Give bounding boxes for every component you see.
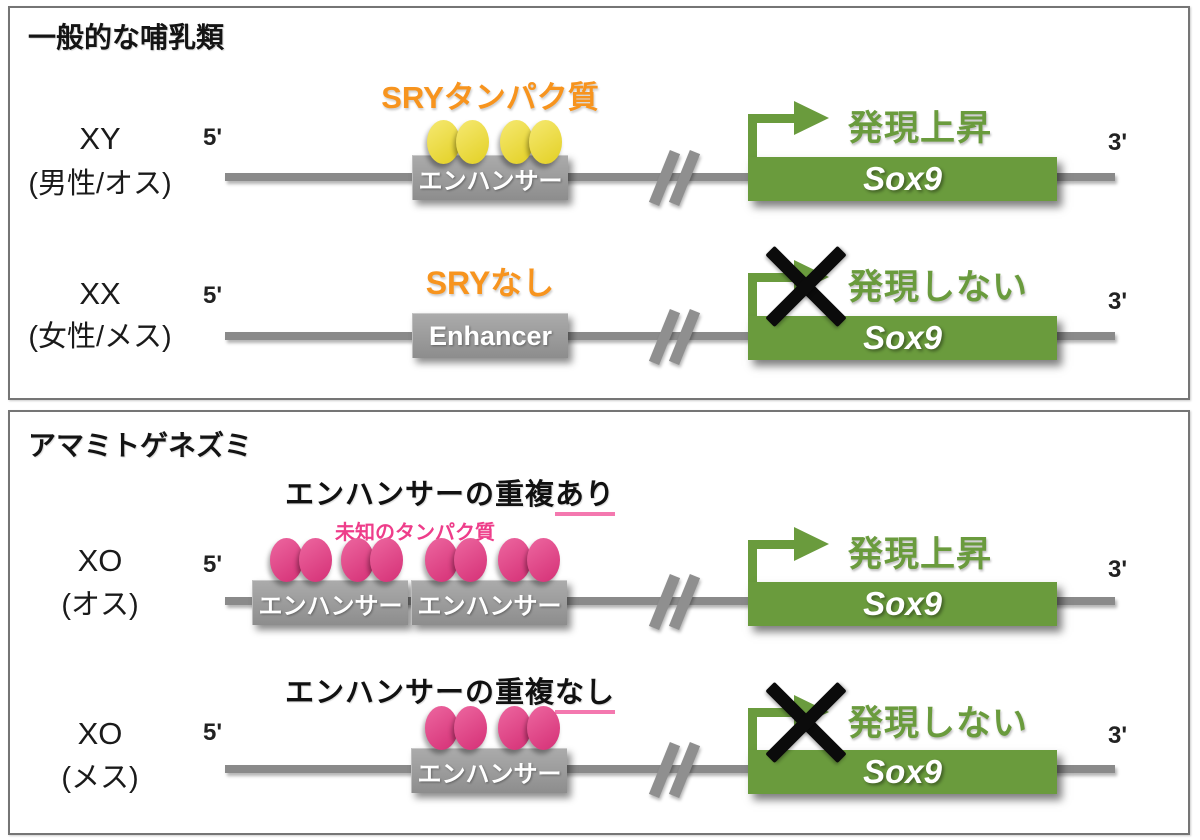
three-prime-label: 3': [1108, 129, 1128, 156]
no-expression-label: 発現しない: [848, 704, 1029, 743]
unknown-protein-pair-icon: [270, 538, 332, 582]
sox9-gene-label: Sox9: [863, 319, 942, 356]
transcription-arrow-icon: [748, 101, 833, 162]
strand-break-icon: [654, 150, 700, 206]
enhancer-label: エンハンサー: [418, 167, 563, 195]
unknown-protein-oval-icon: [270, 538, 303, 582]
unknown-protein-pair-icon: [341, 538, 403, 582]
no-sry-label: SRYなし: [425, 265, 555, 301]
unknown-protein-oval-icon: [454, 706, 487, 750]
enhancer-box-2: エンハンサー: [411, 580, 567, 625]
three-prime-label: 3': [1108, 288, 1128, 315]
genotype-label-xo-female: XO: [77, 716, 123, 751]
sry-protein-oval-icon: [500, 120, 533, 164]
unknown-protein-oval-icon: [425, 538, 458, 582]
enhancer-label: エンハンサー: [258, 592, 403, 620]
expression-up-label: 発現上昇: [848, 535, 993, 574]
sry-protein-oval-icon: [529, 120, 562, 164]
unknown-protein-pair-icon: [425, 538, 487, 582]
panel-common-mammals: 一般的な哺乳類 XY (男性/オス) 5' SRYタンパク質 エンハンサー 発現…: [8, 6, 1190, 400]
unknown-protein-oval-icon: [299, 538, 332, 582]
unknown-protein-oval-icon: [425, 706, 458, 750]
unknown-protein-pair-icon: [425, 706, 487, 750]
sex-label-xx: (女性/メス): [28, 321, 172, 353]
duplication-label-suffix-underlined: なし: [555, 677, 616, 714]
arrow-stem: [748, 114, 757, 162]
arrow-stem: [748, 540, 757, 588]
enhancer-label: Enhancer: [428, 320, 553, 351]
enhancer-label: エンハンサー: [417, 760, 562, 788]
panel-amami-spiny-rat: アマミトゲネズミ エンハンサーの重複あり 未知のタンパク質 XO (オス) 5'…: [8, 410, 1190, 835]
strand-break-icon: [654, 574, 700, 630]
sry-protein-oval-icon: [456, 120, 489, 164]
arrow-stem: [748, 273, 757, 321]
enhancer-box: Enhancer: [412, 313, 568, 358]
sox9-gene-label: Sox9: [863, 585, 942, 622]
enhancer-label: エンハンサー: [417, 592, 562, 620]
no-expression-cross-icon: [763, 246, 849, 326]
unknown-protein-pair-icon: [498, 538, 560, 582]
arrow-head: [794, 101, 829, 135]
three-prime-label: 3': [1108, 722, 1128, 749]
sox9-gene-label: Sox9: [863, 160, 942, 197]
arrow-head: [794, 527, 829, 561]
enhancer-box: エンハンサー: [411, 748, 567, 793]
five-prime-label: 5': [203, 282, 223, 309]
unknown-protein-oval-icon: [527, 538, 560, 582]
unknown-protein-oval-icon: [454, 538, 487, 582]
arrow-shaft: [748, 114, 798, 123]
genotype-label-xo-male: XO: [77, 543, 123, 578]
no-expression-cross-icon: [763, 682, 849, 762]
five-prime-label: 5': [203, 719, 223, 746]
unknown-protein-oval-icon: [498, 706, 531, 750]
arrow-stem: [748, 708, 757, 756]
strand-break-icon: [654, 309, 700, 365]
sry-protein-label: SRYタンパク質: [381, 80, 599, 115]
transcription-arrow-icon: [748, 527, 833, 588]
unknown-protein-oval-icon: [370, 538, 403, 582]
strand-break-icon: [654, 742, 700, 798]
sox9-gene-box: Sox9: [748, 582, 1057, 626]
five-prime-label: 5': [203, 124, 223, 151]
panel-title: アマミトゲネズミ: [28, 430, 253, 461]
duplication-label-main: エンハンサーの重複: [284, 677, 555, 709]
sry-protein-pair-icon: [500, 120, 562, 164]
sry-protein-pair-icon: [427, 120, 489, 164]
duplication-label-suffix-underlined: あり: [555, 479, 616, 516]
unknown-protein-pair-icon: [498, 706, 560, 750]
enhancer-box-1: エンハンサー: [252, 580, 408, 625]
genotype-label-xx: XX: [79, 276, 121, 311]
three-prime-label: 3': [1108, 556, 1128, 583]
sox9-gene-label: Sox9: [863, 753, 942, 790]
unknown-protein-label: 未知のタンパク質: [335, 522, 495, 544]
sry-protein-oval-icon: [427, 120, 460, 164]
duplication-label-main: エンハンサーの重複: [284, 479, 555, 511]
unknown-protein-oval-icon: [498, 538, 531, 582]
sex-label-xy: (男性/オス): [28, 168, 172, 200]
genotype-label-xy: XY: [79, 121, 121, 156]
unknown-protein-oval-icon: [527, 706, 560, 750]
five-prime-label: 5': [203, 551, 223, 578]
sox9-gene-box: Sox9: [748, 157, 1057, 201]
expression-up-label: 発現上昇: [848, 109, 993, 148]
sex-label-xo-female: (メス): [61, 762, 139, 794]
unknown-protein-oval-icon: [341, 538, 374, 582]
arrow-shaft: [748, 540, 798, 549]
sex-label-xo-male: (オス): [61, 589, 139, 621]
enhancer-duplication-absent-label: エンハンサーの重複なし: [230, 669, 670, 714]
no-expression-label: 発現しない: [848, 268, 1029, 307]
enhancer-duplication-present-label: エンハンサーの重複あり: [230, 471, 670, 516]
panel-title: 一般的な哺乳類: [28, 22, 225, 53]
